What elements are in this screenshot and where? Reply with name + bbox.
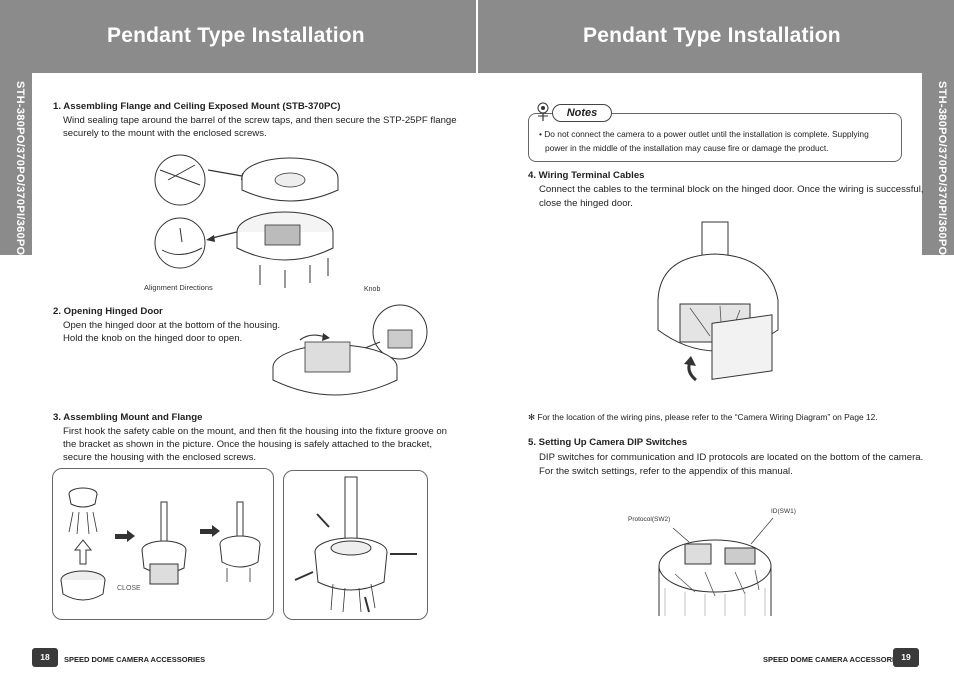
right-side-tab: STH-380PO/370PO/370PI/360PO <box>922 73 954 255</box>
step5-line1: DIP switches for communication and ID pr… <box>539 452 924 463</box>
left-footer: SPEED DOME CAMERA ACCESSORIES <box>64 655 206 664</box>
step1-heading: 1. Assembling Flange and Ceiling Exposed… <box>53 101 341 112</box>
protocol-sw2-label: Protocol(SW2) <box>628 516 671 523</box>
id-sw1-label: ID(SW1) <box>771 508 796 515</box>
mount-assembly-illustration <box>60 487 261 601</box>
notes-line2: power in the middle of the installation … <box>545 143 829 153</box>
right-footer: SPEED DOME CAMERA ACCESSORIES <box>763 655 905 664</box>
step4-line1: Connect the cables to the terminal block… <box>539 184 924 195</box>
right-header-bar: Pendant Type Installation <box>478 0 954 73</box>
step1-line1: Wind sealing tape around the barrel of t… <box>63 115 457 126</box>
step3-line1: First hook the safety cable on the mount… <box>63 426 447 437</box>
alignment-directions-caption: Alignment Directions <box>144 283 213 292</box>
wiring-footnote: ✻ For the location of the wiring pins, p… <box>528 412 878 422</box>
step3-line3: secure the housing with the enclosed scr… <box>63 452 257 463</box>
wiring-terminal-illustration <box>657 221 779 382</box>
right-side-tab-label: STH-380PO/370PO/370PI/360PO <box>936 81 948 256</box>
notes-pin-icon <box>537 102 549 121</box>
left-page-number: 18 <box>32 648 58 667</box>
notes-line1: • Do not connect the camera to a power o… <box>539 129 869 139</box>
right-page-title: Pendant Type Installation <box>583 24 841 47</box>
step2-heading: 2. Opening Hinged Door <box>53 306 163 317</box>
step5-heading: 5. Setting Up Camera DIP Switches <box>528 437 688 448</box>
dip-switch-illustration <box>658 517 774 616</box>
left-side-tab: STH-380PO/370PO/370PI/360PO <box>0 73 32 255</box>
step4-line2: close the hinged door. <box>539 198 633 209</box>
knob-label: Knob <box>364 286 381 293</box>
notes-tag: Notes <box>552 104 612 122</box>
hinged-door-illustration <box>272 304 428 396</box>
left-page-title: Pendant Type Installation <box>107 24 365 47</box>
right-page-number: 19 <box>893 648 919 667</box>
step3-heading: 3. Assembling Mount and Flange <box>53 412 203 423</box>
step3-line2: the bracket as shown in the picture. Onc… <box>63 439 433 450</box>
left-side-tab-label: STH-380PO/370PO/370PI/360PO <box>14 81 26 256</box>
screw-housing-illustration <box>294 476 417 613</box>
step5-line2: For the switch settings, refer to the ap… <box>539 466 793 477</box>
close-label: CLOSE <box>117 585 141 592</box>
step1-line2: securely to the mount with the enclosed … <box>63 128 267 139</box>
step2-line2: Hold the knob on the hinged door to open… <box>63 333 243 344</box>
step2-line1: Open the hinged door at the bottom of th… <box>63 320 281 331</box>
flange-mount-illustration <box>154 154 339 288</box>
left-header-bar: Pendant Type Installation <box>0 0 476 73</box>
step4-heading: 4. Wiring Terminal Cables <box>528 170 645 181</box>
